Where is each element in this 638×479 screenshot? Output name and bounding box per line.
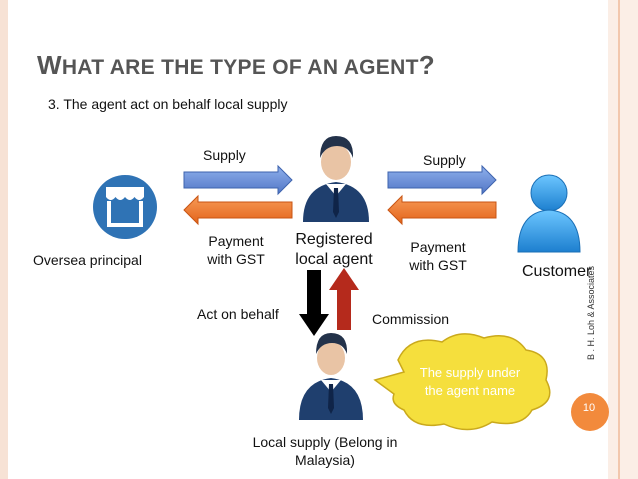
agent-person-icon [303,136,369,222]
supply-arrow-right [387,164,497,196]
commission-arrow [329,268,359,330]
left-decor-strip [0,0,8,479]
customer-icon [517,174,581,253]
page-number: 10 [582,402,596,414]
commission-label: Commission [372,311,450,327]
shop-icon [93,175,157,239]
supply-right-label: Supply [423,152,466,168]
supply-arrow-left [183,164,293,196]
right-decor-strip [608,0,638,479]
customer-label: Customer [522,263,592,280]
page-number-badge [571,393,609,431]
credit-text: B . H. Loh & Associates [586,265,596,360]
slide-title: WHAT ARE THE TYPE OF AN AGENT? [37,50,435,80]
supply-left-label: Supply [203,147,246,163]
local-supply-person-icon [299,333,363,420]
callout-cloud [373,333,551,431]
slide-subtitle: 3. The agent act on behalf local supply [48,96,288,112]
payment-arrow-right [387,194,497,226]
principal-label: Oversea principal [33,252,142,268]
act-on-behalf-arrow [299,270,329,336]
payment-arrow-left [183,194,293,226]
act-on-behalf-label: Act on behalf [197,306,279,322]
